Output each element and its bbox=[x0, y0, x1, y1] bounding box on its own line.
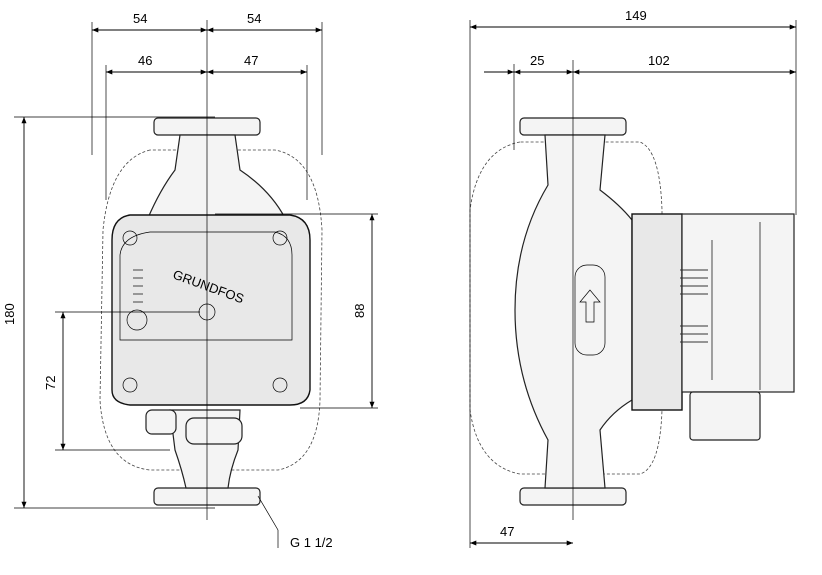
dim-height: 180 bbox=[2, 303, 17, 325]
dim-top-left: 54 bbox=[133, 11, 147, 26]
pump-volute bbox=[514, 134, 633, 489]
mode-button-icon bbox=[126, 309, 148, 331]
screw-icon bbox=[272, 377, 288, 393]
motor-housing bbox=[631, 213, 683, 411]
led-indicator-icon bbox=[133, 269, 143, 303]
dim-left: 25 bbox=[530, 53, 544, 68]
dim-motor: 88 bbox=[352, 304, 367, 318]
thread-label: G 1 1/2 bbox=[290, 535, 333, 550]
insulation-outline bbox=[469, 141, 663, 475]
cooling-fins-icon bbox=[680, 269, 708, 343]
control-box bbox=[111, 214, 311, 406]
power-connector bbox=[185, 417, 243, 445]
dim-total: 149 bbox=[625, 8, 647, 23]
stator-housing bbox=[681, 213, 795, 393]
dim-bottom: 47 bbox=[500, 524, 514, 539]
dim-top-right: 54 bbox=[247, 11, 261, 26]
dim-right: 102 bbox=[648, 53, 670, 68]
signal-connector bbox=[145, 409, 177, 435]
flow-arrow-icon bbox=[579, 289, 601, 323]
screw-icon bbox=[122, 377, 138, 393]
side-view: 149 25 102 47 bbox=[469, 8, 797, 548]
dim-inner-left: 46 bbox=[138, 53, 152, 68]
screw-icon bbox=[122, 230, 138, 246]
pump-housing bbox=[147, 134, 287, 219]
dim-inner-right: 47 bbox=[244, 53, 258, 68]
dim-port: 72 bbox=[43, 376, 58, 390]
front-view: GRUNDFOS 54 54 46 47 180 72 88 bbox=[2, 11, 378, 550]
screw-icon bbox=[272, 230, 288, 246]
cable-gland bbox=[689, 391, 761, 441]
